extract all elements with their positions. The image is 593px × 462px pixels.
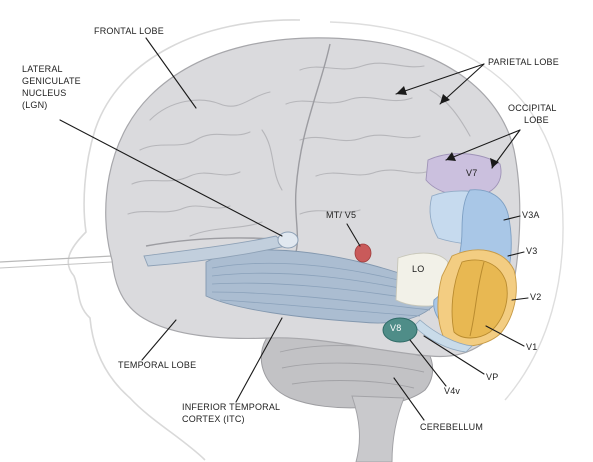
central-sulcus [294, 43, 331, 253]
leader-vp [423, 335, 485, 375]
label-lgn-line4: (LGN) [22, 100, 48, 110]
label-itc-line2: CORTEX (ITC) [182, 414, 245, 424]
leader-parietal-lobe-2 [439, 63, 485, 105]
leader-lgn [59, 119, 283, 237]
label-frontal-lobe: FRONTAL LOBE [94, 26, 164, 36]
leader-lines [59, 37, 529, 421]
optic-nerve-line [0, 255, 113, 263]
leader-v3 [507, 251, 525, 257]
leader-v3a [503, 215, 521, 221]
label-cerebellum: CEREBELLUM [420, 422, 484, 432]
vp-v4v-strip [413, 319, 473, 353]
label-parietal-lobe: PARIETAL LOBE [488, 57, 559, 67]
label-v3a: V3A [522, 210, 540, 220]
head-back-outline [329, 21, 564, 401]
leader-v1 [485, 325, 525, 347]
leader-frontal-lobe [145, 37, 197, 109]
leader-v4v [409, 339, 447, 387]
leader-cerebellum [393, 377, 425, 421]
cortex-gyri [127, 62, 471, 237]
leader-parietal-lobe-1 [395, 63, 485, 95]
brainstem-shape [351, 395, 405, 462]
v8-area [382, 317, 418, 343]
label-v4v: V4v [444, 386, 461, 396]
label-mt-v5: MT/ V5 [326, 210, 357, 220]
v1-area [451, 259, 508, 339]
label-v3: V3 [526, 246, 538, 256]
label-v8: V8 [390, 323, 402, 333]
mt-v5-area [354, 243, 372, 263]
label-lgn-line1: LATERAL [22, 64, 63, 74]
v7-area [425, 153, 502, 197]
label-occipital-lobe-line2: LOBE [524, 115, 549, 125]
label-v1: V1 [526, 342, 538, 352]
leader-occipital-lobe-1 [445, 129, 521, 161]
leader-itc [235, 317, 283, 403]
calcarine-sulcus [469, 261, 485, 337]
leader-temporal-lobe [141, 319, 177, 361]
label-vp: VP [486, 372, 499, 382]
label-itc-line1: INFERIOR TEMPORAL [182, 402, 281, 412]
head-outline [67, 19, 301, 461]
leader-mt-v5 [346, 223, 361, 247]
label-v7: V7 [466, 168, 478, 178]
lgn-body [277, 231, 299, 249]
leader-arrowheads [396, 86, 499, 168]
label-temporal-lobe: TEMPORAL LOBE [118, 360, 197, 370]
optic-nerve-line [0, 261, 113, 269]
label-lgn-line3: NUCLEUS [22, 88, 67, 98]
label-occipital-lobe-line1: OCCIPITAL [508, 103, 557, 113]
leader-v2 [511, 297, 529, 301]
label-lo: LO [412, 264, 425, 274]
label-v2: V2 [530, 292, 542, 302]
label-lgn-line2: GENICULATE [22, 76, 81, 86]
